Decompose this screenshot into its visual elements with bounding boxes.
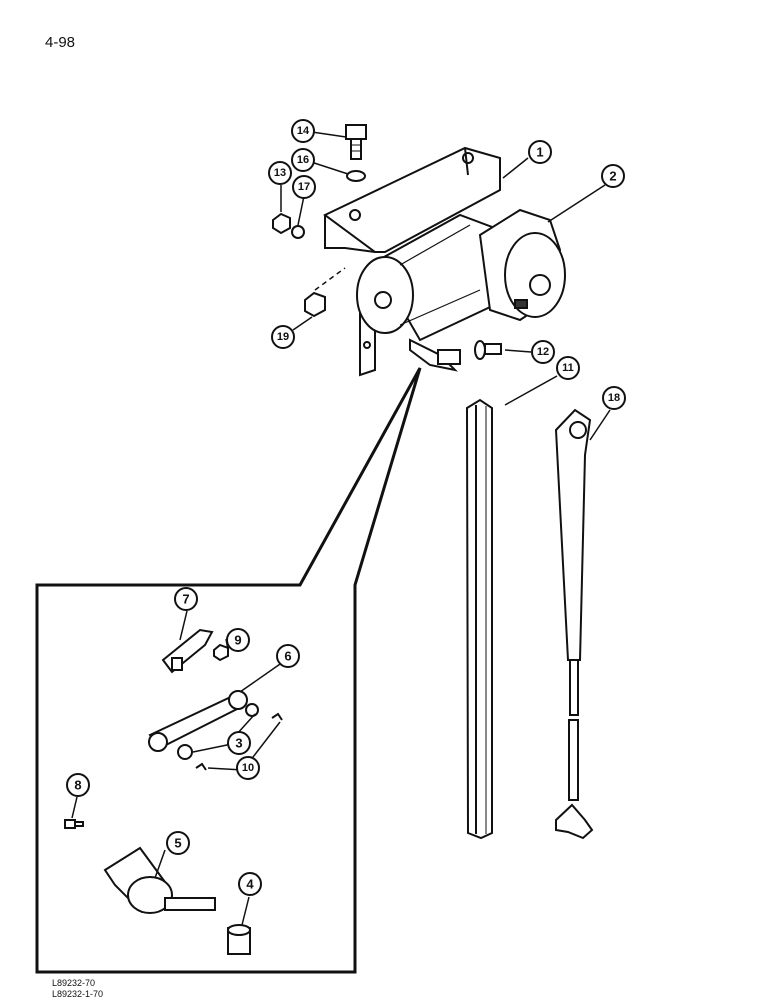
screw-part-12 [474,340,502,360]
callout-circle-2 [601,164,625,188]
callout-label-17: 17 [298,181,310,193]
switch-part-5 [103,846,216,914]
callout-circle-5 [166,831,190,855]
callout-label-1: 1 [536,145,543,160]
callout-label-13: 13 [274,167,286,179]
callout-label-8: 8 [74,778,81,793]
page-number: 4-98 [45,34,76,51]
output-shaft [409,338,461,372]
clip-part-10a [271,712,283,721]
callout-circle-14 [291,119,315,143]
callout-circle-19 [271,325,295,349]
washer-part-16 [346,170,366,182]
motor-gearbox [478,208,566,322]
nut-part-19 [304,291,326,318]
callout-circle-12 [531,340,555,364]
bolt-part-14 [345,124,367,160]
callout-label-2: 2 [609,169,616,184]
washer-part-3b [177,744,193,760]
callout-label-3: 3 [235,736,242,751]
lockwasher-part-17 [291,225,305,239]
callout-circle-4 [238,872,262,896]
clip-part-10b [195,762,207,771]
washer-part-3a [245,703,259,717]
callout-circle-11 [556,356,580,380]
callout-circle-18 [602,386,626,410]
callout-circle-1 [528,140,552,164]
callout-label-12: 12 [537,346,549,358]
footer-code-2: L89232-1-70 [52,989,104,999]
callout-circle-16 [291,148,315,172]
link-part-6 [148,690,248,752]
callout-label-7: 7 [182,592,189,607]
callout-label-16: 16 [297,154,309,166]
detail-box [35,367,422,974]
screw-part-8 [64,819,84,829]
footer-code-1: L89232-70 [52,978,96,988]
callout-circle-3 [227,731,251,755]
nut-part-13 [272,212,291,235]
knob-part-4 [227,924,251,955]
callout-circle-7 [174,587,198,611]
callout-circle-13 [268,161,292,185]
callout-label-19: 19 [277,331,289,343]
callout-label-4: 4 [246,877,254,892]
callout-label-10: 10 [242,762,254,774]
callout-circle-17 [292,175,316,199]
callout-label-18: 18 [608,392,620,404]
callout-circle-9 [226,628,250,652]
callout-label-11: 11 [562,362,574,374]
callout-label-6: 6 [284,649,291,664]
wiper-blade-part-11 [465,398,493,840]
wiper-motor [356,213,507,342]
nut-part-9 [213,643,229,662]
callout-circle-8 [66,773,90,797]
callout-label-9: 9 [234,633,241,648]
callout-label-14: 14 [297,125,310,137]
bracket-part-7 [161,628,214,674]
callout-label-5: 5 [174,836,181,851]
wiper-arm-part-18 [554,408,594,840]
callout-circle-10 [236,756,260,780]
callout-circle-6 [276,644,300,668]
